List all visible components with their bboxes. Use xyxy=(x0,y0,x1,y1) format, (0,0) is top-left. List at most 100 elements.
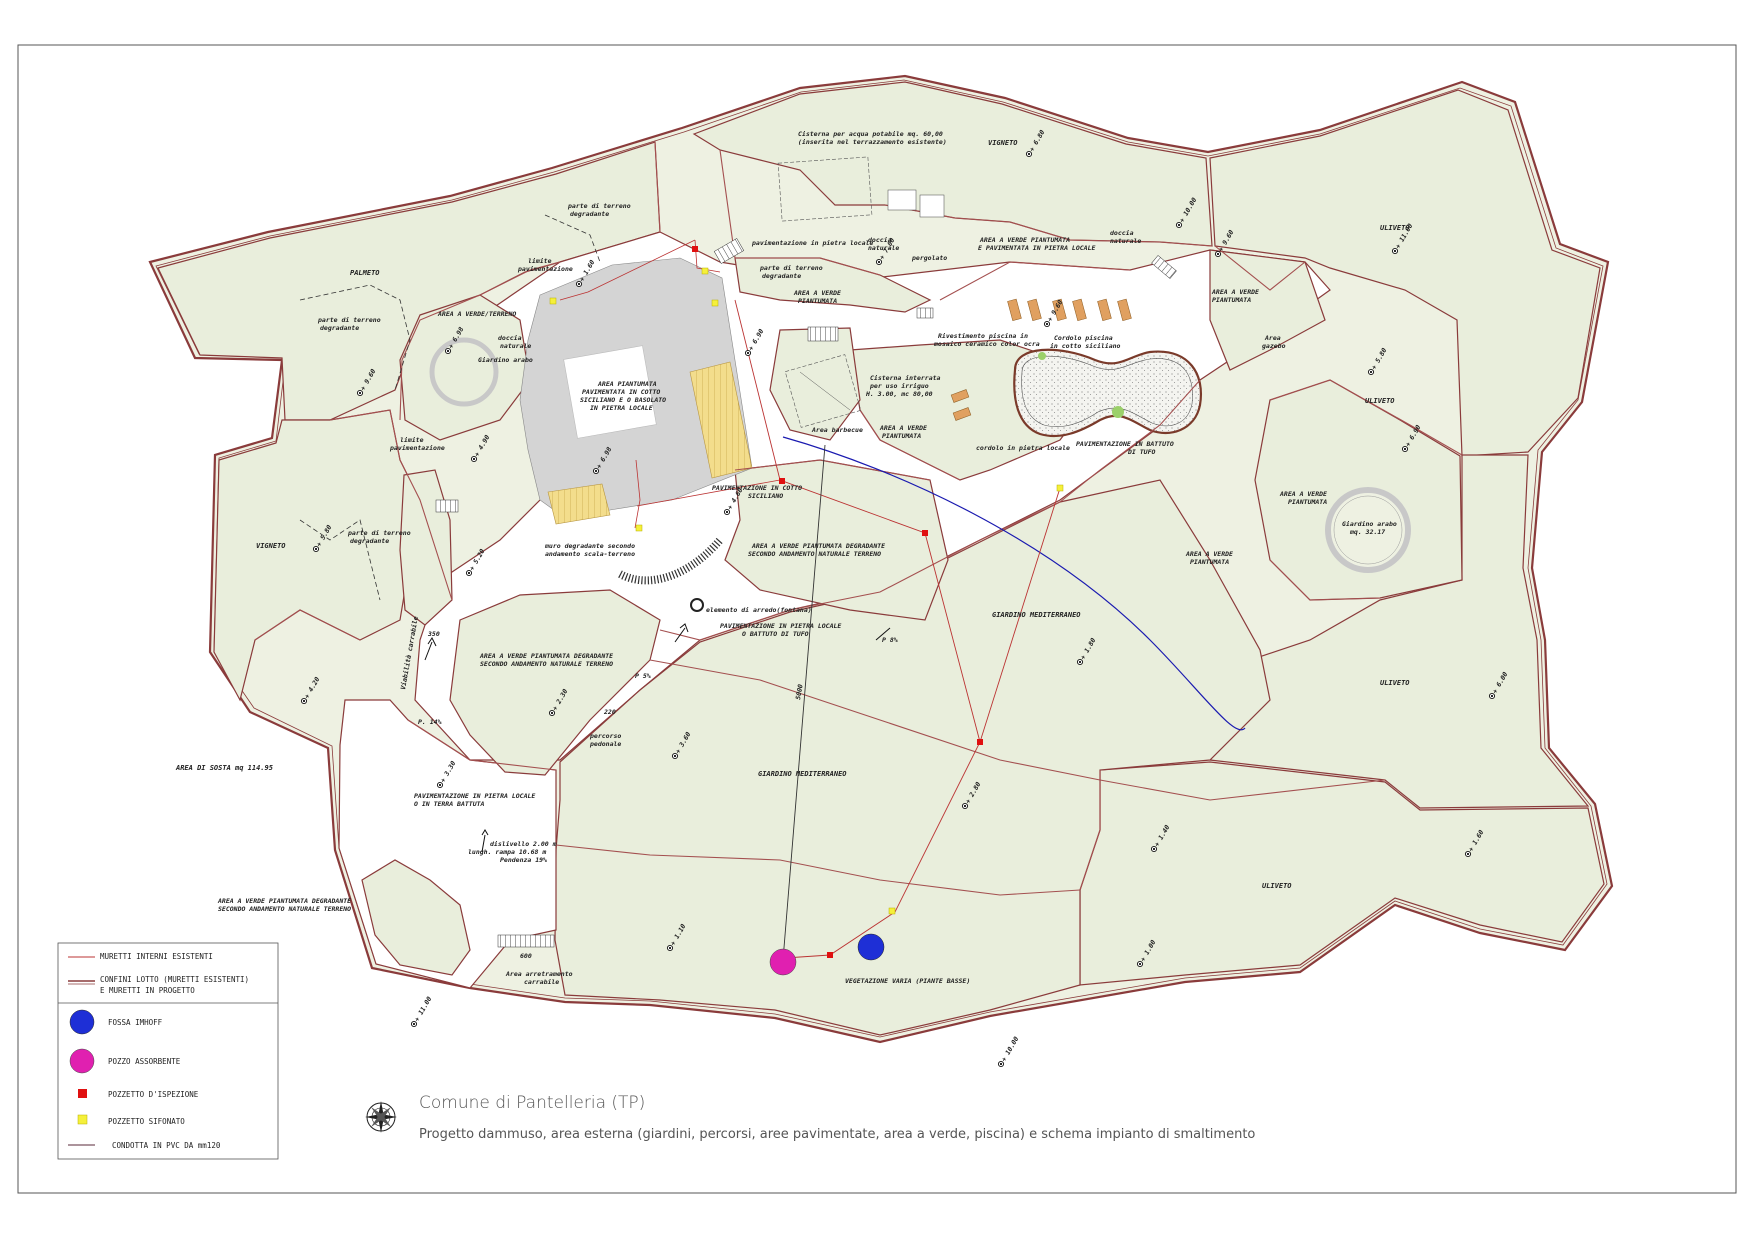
elevation-marker-dot xyxy=(550,711,554,715)
label-area-verde-piant-top: AREA A VERDE xyxy=(793,289,841,297)
label-doccia-2: doccia xyxy=(868,236,892,244)
label-p14: P. 14% xyxy=(418,718,442,726)
label-cisterna-int-1: Cisterna interrata xyxy=(870,374,941,382)
island-left-lower xyxy=(361,859,471,976)
legend-label-confini-2: E MURETTI IN PROGETTO xyxy=(100,986,195,995)
label-area-verde-piant-c2: PIANTUMATA xyxy=(882,432,921,440)
label-area-degradante-2: AREA A VERDE PIANTUMATA DEGRADANTE xyxy=(479,652,613,660)
label-dislivello-3: Pendenza 19% xyxy=(500,856,547,864)
label-cisterna-int-2: per uso irriguo xyxy=(869,382,929,390)
label-pav-battuto-1: PAVIMENTAZIONE IN BATTUTO xyxy=(1076,440,1174,448)
label-dislivello-2: lungh. rampa 10.68 m xyxy=(468,848,546,856)
label-uliveto-s: ULIVETO xyxy=(1262,882,1292,890)
label-area-verde-piant-c: AREA A VERDE xyxy=(879,424,927,432)
legend-pozzo-assorbente-symbol xyxy=(69,1048,95,1074)
elevation-marker-dot xyxy=(1045,322,1049,326)
label-pav-locale-2: O BATTUTO DI TUFO xyxy=(742,630,809,638)
elevation-marker-dot xyxy=(746,351,750,355)
label-area-degradante-2b: SECONDO ANDAMENTO NATURALE TERRENO xyxy=(480,660,613,668)
label-p5: P 5% xyxy=(635,672,651,680)
elevation-marker-dot xyxy=(668,946,672,950)
label-parte-terreno-4b: degradante xyxy=(762,272,801,280)
ramp-arrows xyxy=(424,623,891,853)
giardino-arabo-ring-east-inner xyxy=(1333,495,1403,565)
label-area-verde-piant-e4: PIANTUMATA xyxy=(1190,558,1229,566)
legend-label-confini: CONFINI LOTTO (MURETTI ESISTENTI) xyxy=(100,975,249,984)
label-giardino-med-2: GIARDINO MEDITERRANEO xyxy=(758,770,847,778)
label-area-verde-piant-ne: AREA A VERDE xyxy=(1211,288,1259,296)
legend-label-fossa: FOSSA IMHOFF xyxy=(108,1018,163,1027)
label-doccia-3b: naturale xyxy=(1110,237,1141,245)
label-vigneto-w: VIGNETO xyxy=(256,542,286,550)
fontana xyxy=(690,598,704,612)
pool-inner-line xyxy=(1021,355,1193,428)
label-area-barbecue: Area barbecue xyxy=(811,426,863,434)
legend-pozzetto-sifonato-symbol xyxy=(77,1114,88,1125)
label-cordolo-2: in cotto siciliano xyxy=(1050,342,1121,350)
legend-label-pozzo: POZZO ASSORBENTE xyxy=(108,1057,181,1066)
label-percorso-1: percorso xyxy=(589,732,621,740)
label-area-verde-piant-ne2: PIANTUMATA xyxy=(1212,296,1251,304)
legend-label-ispezione: POZZETTO D'ISPEZIONE xyxy=(108,1090,199,1099)
box-top-2 xyxy=(919,194,945,218)
pozzo-assorbente-plan xyxy=(769,948,797,976)
legend-pozzetto-ispezione-symbol xyxy=(78,1089,87,1098)
elevation-marker-dot xyxy=(1216,252,1220,256)
elevation-marker-dot xyxy=(999,1062,1003,1066)
label-rivestimento-2: mosaico ceramico color ocra xyxy=(933,340,1040,348)
label-area-arretramento-1: Area arretramento xyxy=(505,970,573,978)
label-area-verde-pavim-1: AREA A VERDE PIANTUMATA xyxy=(979,236,1070,244)
label-parte-terreno-1: parte di terreno xyxy=(567,202,631,210)
pool-outline xyxy=(1013,348,1202,438)
label-uliveto-ne: ULIVETO xyxy=(1380,224,1410,232)
label-area-piantumata-3: SICILIANO E O BASOLATO xyxy=(580,396,666,404)
elevation-marker-dot xyxy=(725,510,729,514)
label-pav-pietra-locale: pavimentazione in pietra locale xyxy=(751,239,873,247)
label-area-piantumata-2: PAVIMENTATA IN COTTO xyxy=(582,388,660,396)
label-pav-battuto-2: DI TUFO xyxy=(1127,448,1155,456)
label-dislivello-1: dislivello 2.00 m xyxy=(490,840,557,848)
stairs-4 xyxy=(1151,255,1177,279)
elevation-marker-dot xyxy=(446,349,450,353)
label-area-gazebo2: gazebo xyxy=(1262,342,1286,350)
drawing-title: Comune di Pantelleria (TP) xyxy=(419,1093,645,1113)
label-doccia-1b: naturale xyxy=(500,342,531,350)
elevation-marker-dot xyxy=(1393,249,1397,253)
label-area-gazebo: Area xyxy=(1264,334,1281,342)
label-area-verde-piant-e: AREA A VERDE xyxy=(1279,490,1327,498)
label-pav-cotto-1: PAVIMENTAZIONE IN COTTO xyxy=(712,484,802,492)
cisterna-interrata-diag xyxy=(799,371,851,411)
island-barbecue xyxy=(769,327,861,441)
label-limite-1: limite xyxy=(528,257,552,265)
elevation-marker-dot xyxy=(673,754,677,758)
elevation-marker-dot xyxy=(1152,847,1156,851)
label-dim-600: 600 xyxy=(520,952,532,960)
label-rivestimento-1: Rivestimento piscina in xyxy=(938,332,1028,340)
legend-label-condotta: CONDOTTA IN PVC DA mm120 xyxy=(112,1141,221,1150)
label-palmeto: PALMETO xyxy=(350,269,380,277)
elevation-marker-dot xyxy=(594,469,598,473)
label-area-arretramento-2: carrabile xyxy=(524,978,559,986)
label-pav-terra-2: O IN TERRA BATTUTA xyxy=(414,800,485,808)
label-parte-terreno-2: parte di terreno xyxy=(317,316,381,324)
stairs-curved xyxy=(618,537,724,585)
stairs-6 xyxy=(497,934,555,948)
label-doccia-1: doccia xyxy=(498,334,522,342)
drawing-subtitle: Progetto dammuso, area esterna (giardini… xyxy=(419,1127,1255,1142)
label-parte-terreno-1b: degradante xyxy=(570,210,609,218)
lot-boundary-inner xyxy=(155,79,1608,1038)
label-dim-350: 350 xyxy=(427,630,440,638)
label-area-verde-piant-top2: PIANTUMATA xyxy=(798,297,837,305)
elevation-marker-dot xyxy=(358,391,362,395)
sheet-border xyxy=(17,44,1737,1194)
label-parte-terreno-4: parte di terreno xyxy=(759,264,823,272)
elevation-marker-dot xyxy=(1027,152,1031,156)
label-area-verde-piant-e2: PIANTUMATA xyxy=(1288,498,1327,506)
elevation-marker-dot xyxy=(1490,694,1494,698)
island-degradante-2 xyxy=(449,589,661,776)
pool-plant-2 xyxy=(1112,406,1124,418)
label-cisterna-acqua: Cisterna per acqua potabile mq. 60,00 xyxy=(798,130,943,138)
label-pav-terra-1: PAVIMENTAZIONE IN PIETRA LOCALE xyxy=(414,792,535,800)
label-area-piantumata-1: AREA PIANTUMATA xyxy=(597,380,657,388)
